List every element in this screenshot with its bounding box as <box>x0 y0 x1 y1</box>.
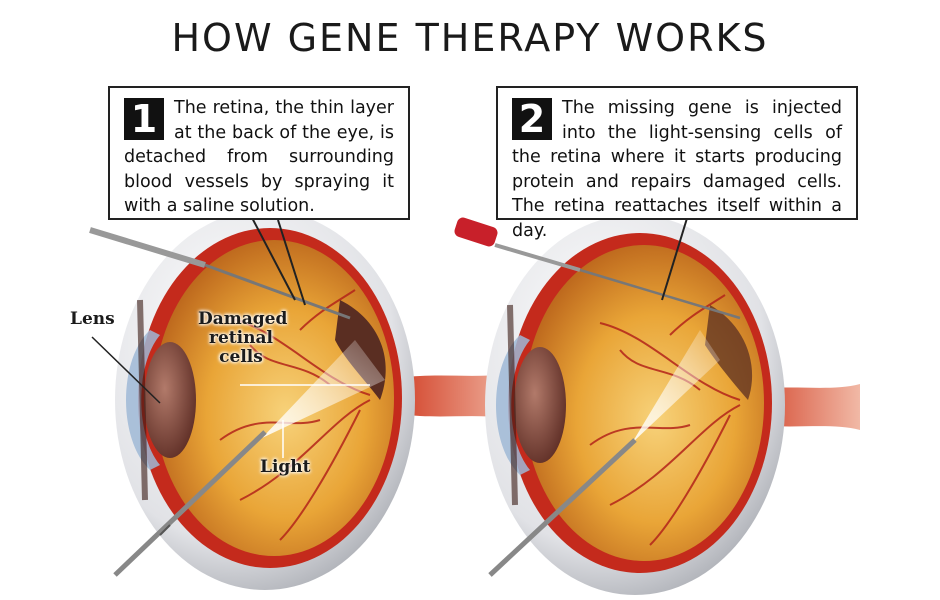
step-2-text: The missing gene is injected into the li… <box>512 98 842 241</box>
damaged-label-line-1: Damaged <box>198 309 288 329</box>
step-1-callout: 1 The retina, the thin layer at the back… <box>108 86 410 220</box>
step-1-number: 1 <box>124 98 164 140</box>
light-label: Light <box>260 457 311 477</box>
damaged-label-line-3: cells <box>219 347 263 367</box>
damaged-label-line-2: retinal <box>209 328 273 348</box>
eye-1 <box>89 209 520 590</box>
step-2-number: 2 <box>512 98 552 140</box>
lens-label: Lens <box>70 309 115 329</box>
eye-2 <box>454 214 860 595</box>
step-1-text: The retina, the thin layer at the back o… <box>124 98 394 216</box>
page-title: HOW GENE THERAPY WORKS <box>171 16 769 60</box>
damaged-retinal-cells-label: Damaged retinal cells <box>198 309 288 367</box>
step-2-callout: 2 The missing gene is injected into the … <box>496 86 858 241</box>
